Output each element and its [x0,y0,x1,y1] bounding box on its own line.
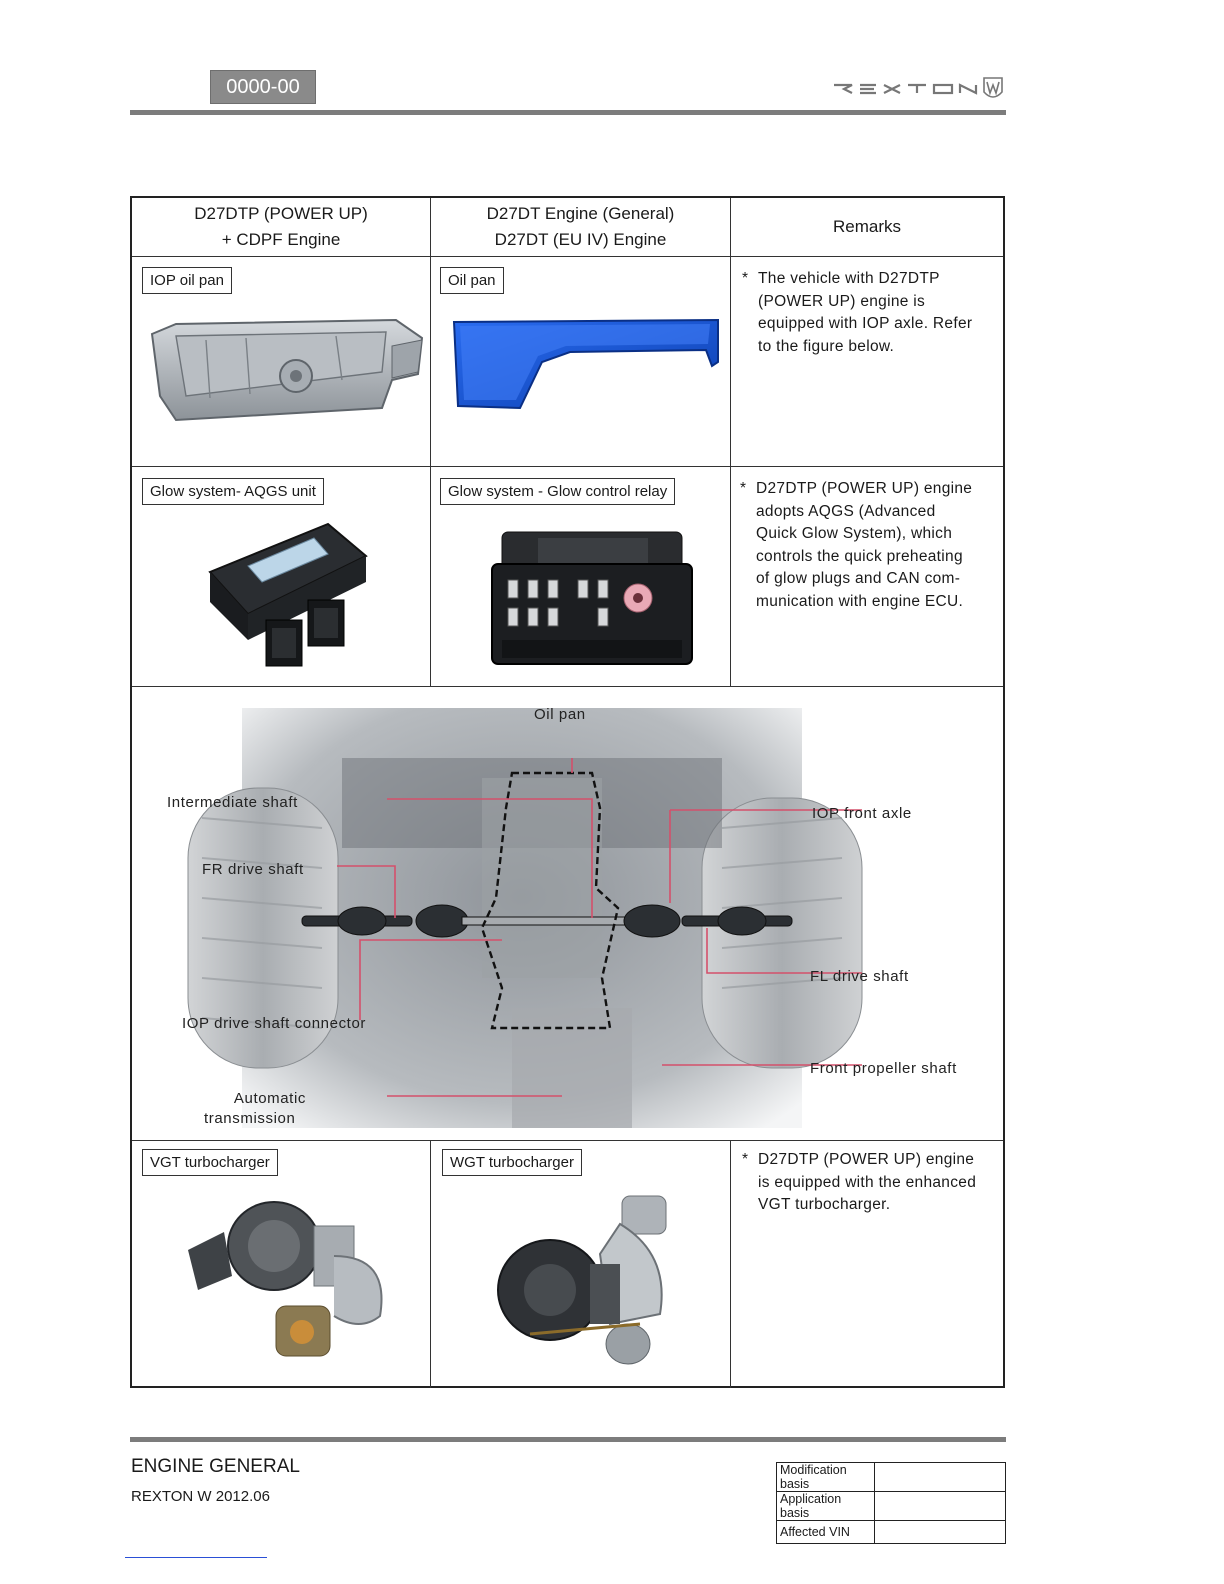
link-underline[interactable] [125,1557,267,1558]
info-value [874,1462,1006,1492]
part-label: Glow system - Glow control relay [440,478,676,505]
callout-label: FL drive shaft [810,968,909,985]
callout-label: Front propeller shaft [810,1060,957,1077]
comparison-table: D27DTP (POWER UP) + CDPF Engine D27DT En… [130,196,1005,1388]
callout-label: FR drive shaft [202,861,304,878]
part-label: Glow system- AQGS unit [142,478,324,505]
column-header: D27DT Engine (General) D27DT (EU IV) Eng… [431,198,730,256]
part-label: VGT turbocharger [142,1149,278,1176]
table-divider [430,1140,431,1388]
callout-label: Intermediate shaft [167,794,298,811]
bullet-asterisk: * [740,480,747,497]
column-header-line: Remarks [832,217,901,236]
vgt-turbocharger-image [188,1201,383,1357]
table-divider [730,198,731,687]
part-label: WGT turbocharger [442,1149,582,1176]
aqgs-unit-image [208,522,368,667]
remark-text: * The vehicle with D27DTP (POWER UP) eng… [742,268,1003,358]
callout-label: IOP drive shaft connector [182,1015,366,1032]
part-label: Oil pan [440,267,504,294]
remark-line: adopts AQGS (Advanced [756,502,936,520]
info-label: Affected VIN [776,1520,875,1544]
iop-oil-pan-image [150,318,424,422]
remark-line: munication with engine ECU. [756,592,964,610]
part-label: IOP oil pan [142,267,232,294]
info-label: Modification basis [776,1462,875,1492]
remark-line: equipped with IOP axle. Refer [758,315,973,333]
table-row: Modification basis [776,1462,1006,1492]
remark-line: to the figure below. [758,337,895,355]
remark-line: The vehicle with D27DTP [758,270,940,287]
table-row: Application basis [776,1491,1006,1521]
oil-pan-image [452,318,719,410]
remark-line: D27DTP (POWER UP) engine [756,480,973,497]
info-value [874,1520,1006,1544]
remark-line: of glow plugs and CAN com- [756,570,961,588]
info-label: Application basis [776,1491,875,1521]
table-row: Affected VIN [776,1520,1006,1544]
model-label: REXTON W 2012.06 [131,1488,270,1505]
column-header: Remarks [731,198,1003,256]
column-header-line: D27DTP (POWER UP) [194,204,368,223]
remark-text: * D27DTP (POWER UP) engine is equipped w… [742,1149,1003,1217]
info-value [874,1491,1006,1521]
bullet-asterisk: * [742,270,749,287]
rexton-logo [834,77,1003,98]
bullet-asterisk: * [742,1151,749,1168]
table-divider [730,1140,731,1388]
section-title: ENGINE GENERAL [131,1456,300,1477]
remark-line: D27DTP (POWER UP) engine [758,1151,975,1168]
remark-line: (POWER UP) engine is [758,292,926,310]
table-divider [132,256,1003,257]
page-code: 0000-00 [210,70,316,104]
table-divider [132,1140,1003,1141]
column-header-line: D27DT Engine (General) [486,204,675,223]
header-rule [130,110,1006,115]
remark-text: * D27DTP (POWER UP) engine adopts AQGS (… [740,478,1003,614]
callout-label: Automatic [233,1090,306,1107]
revision-info-table: Modification basis Application basis Aff… [776,1462,1006,1544]
table-divider [132,686,1003,687]
table-divider [132,466,1003,467]
remark-line: controls the quick preheating [756,547,963,565]
callout-label: Oil pan [534,706,586,723]
iop-axle-undercarriage-diagram [187,708,863,1128]
footer-rule [130,1437,1006,1442]
wgt-turbocharger-image [497,1195,667,1365]
callout-label: IOP front axle [812,805,912,822]
callout-label: transmission [204,1110,296,1127]
column-header: D27DTP (POWER UP) + CDPF Engine [132,198,430,256]
table-divider [430,198,431,687]
remark-line: VGT turbocharger. [758,1196,891,1214]
remark-line: is equipped with the enhanced [758,1173,977,1191]
column-header-line: + CDPF Engine [221,230,341,249]
glow-control-relay-image [491,531,693,665]
remark-line: Quick Glow System), which [756,525,953,543]
column-header-line: D27DT (EU IV) Engine [494,230,667,249]
